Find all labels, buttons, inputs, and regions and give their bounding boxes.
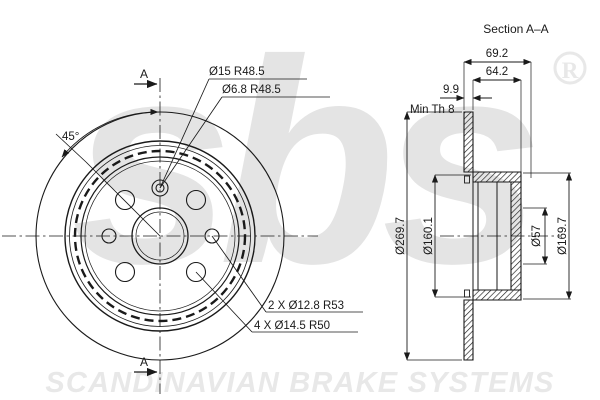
dimension-69-2-label: 69.2: [486, 48, 508, 60]
dimension-160-1-label: Ø160.1: [423, 217, 435, 255]
section-marker-top-label: A: [140, 67, 148, 81]
dimension-min-thickness-label: Min Th 8: [410, 104, 455, 116]
dimension-269-7: Ø269.7: [395, 111, 462, 361]
front-view: A A 45°: [2, 66, 363, 394]
locating-holes-group: [101, 228, 220, 244]
dimension-9-9-label: 9.9: [443, 84, 459, 96]
hat-outer-circle: [80, 156, 240, 316]
wheel-stud-hole: [185, 261, 207, 283]
wheel-stud-holes-group: [114, 189, 207, 283]
footer-brand-text: SCANDINAVIAN BRAKE SYSTEMS: [45, 367, 554, 399]
counterbore-outer-circle: [151, 179, 169, 197]
registered-trademark-icon: R: [553, 51, 587, 85]
callout-2x128-label: 2 X Ø12.8 R53: [268, 300, 344, 312]
counterbore-inner-circle: [155, 183, 165, 193]
dimension-160-1: Ø160.1: [423, 174, 471, 298]
angle-dimension-45: 45°: [61, 108, 159, 158]
section-marker-bottom: A: [134, 355, 158, 377]
section-marker-top: A: [134, 67, 158, 89]
dimension-9-9: 9.9: [440, 84, 492, 102]
locating-hole: [204, 228, 220, 244]
dimension-69-2: 69.2: [463, 48, 532, 178]
section-view-title: Section A–A: [483, 22, 548, 36]
dimension-169-7-label: Ø169.7: [557, 217, 569, 255]
dimension-269-7-label: Ø269.7: [395, 217, 407, 255]
wheel-stud-hole: [114, 261, 136, 283]
callout-4x145-label: 4 X Ø14.5 R50: [254, 320, 330, 332]
hat-flange-bottom-section: [463, 299, 474, 361]
friction-ring-bottom-section: [472, 289, 522, 301]
dimension-57: Ø57: [523, 207, 549, 265]
center-bore-circle: [131, 207, 189, 265]
svg-text:R: R: [562, 58, 579, 83]
front-view-centerlines: [2, 78, 318, 394]
center-bore-chamfer-circle: [135, 211, 185, 261]
dimension-64-2-label: 64.2: [486, 66, 508, 78]
hat-inner-edge-circle: [84, 160, 236, 312]
section-marker-bottom-label: A: [140, 355, 148, 369]
hidden-ring-dashed-circle: [73, 149, 247, 323]
hat-flange-top-section: [463, 111, 474, 173]
angle-dimension-label: 45°: [62, 131, 79, 143]
dimension-169-7: Ø169.7: [523, 172, 573, 300]
locating-hole: [101, 228, 117, 244]
callout-d15-label: Ø15 R48.5: [209, 66, 265, 78]
callout-d68-label: Ø6.8 R48.5: [222, 84, 281, 96]
counterbore-hole-group: [151, 179, 169, 197]
friction-ring-top-section: [472, 171, 522, 183]
dimension-57-label: Ø57: [531, 225, 543, 247]
disc-outer-diameter-circle: [35, 111, 285, 361]
front-view-leaders: [55, 78, 363, 333]
friction-ring-second-circle: [69, 145, 251, 327]
wheel-stud-hole: [185, 189, 207, 211]
friction-ring-outer-circle: [64, 140, 256, 332]
section-view: Section A–A: [395, 22, 573, 361]
wheel-stud-hole: [114, 189, 136, 211]
